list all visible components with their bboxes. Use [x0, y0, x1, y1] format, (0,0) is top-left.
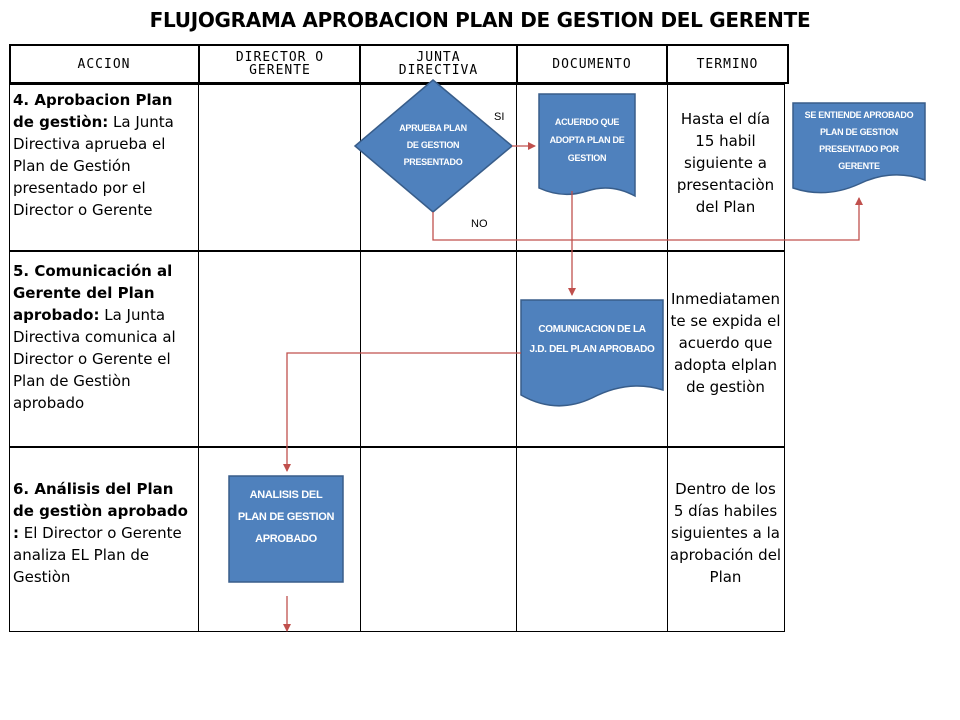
row-4-accion: 4. Aprobacion Plan de gestiòn: La Junta …	[13, 91, 174, 219]
header-documento: DOCUMENTO	[552, 56, 632, 72]
arrow-no	[432, 197, 863, 241]
process-analisis	[228, 475, 344, 583]
row-5-accion: 5. Comunicación al Gerente del Plan apro…	[13, 262, 176, 412]
page-title: FLUJOGRAMA APROBACION PLAN DE GESTION DE…	[149, 8, 811, 32]
row-6-accion: 6. Análisis del Plan de gestiòn aprobado…	[13, 480, 188, 586]
header-accion: ACCION	[77, 56, 131, 72]
document-comunicacion	[520, 299, 664, 407]
document-acuerdo	[538, 93, 636, 198]
arrow-comunicacion-to-analisis	[283, 352, 521, 472]
label-no: NO	[471, 218, 488, 230]
document-se-entiende	[792, 102, 926, 194]
label-si: SI	[494, 111, 505, 123]
header-termino: TERMINO	[696, 56, 759, 72]
